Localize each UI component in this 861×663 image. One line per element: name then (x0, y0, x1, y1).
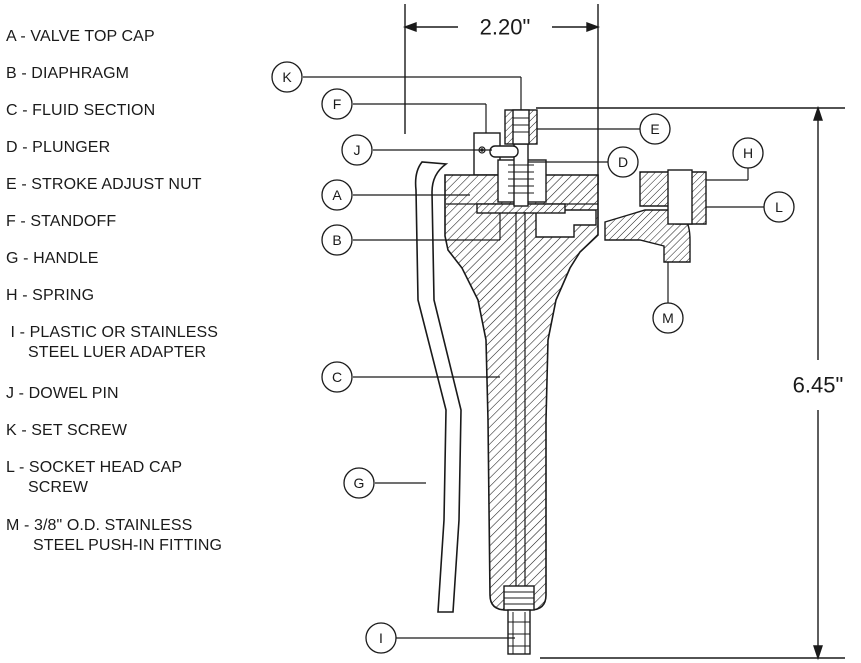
legend-item-l: L - SOCKET HEAD CAP SCREW (6, 459, 183, 496)
callout-label-e: E (650, 121, 659, 137)
dowel-pin (489, 145, 519, 158)
callout-circles (271, 61, 795, 654)
callout-label-a: A (332, 187, 342, 203)
legend-item-d: D - PLUNGER (6, 139, 111, 156)
callout-label-j: J (354, 142, 361, 158)
callout-label-g: G (354, 475, 365, 491)
legend-item-e: E - STROKE ADJUST NUT (6, 176, 202, 193)
width-dimension-label: 2.20" (480, 15, 531, 40)
callout-a (321, 179, 353, 211)
callout-i (365, 622, 397, 654)
callout-label-m: M (662, 310, 674, 326)
callout-f (321, 88, 353, 120)
legend-item-h: H - SPRING (6, 287, 95, 304)
socket-head-cap-screw (667, 169, 693, 225)
handle (414, 161, 462, 613)
legend-item-g: G - HANDLE (6, 250, 99, 267)
callout-label-l: L (775, 199, 783, 215)
callout-c (321, 361, 353, 393)
legend-item-k: K - SET SCREW (6, 422, 128, 439)
legend-item-i: I - PLASTIC OR STAINLESS STEEL LUER ADAP… (6, 324, 219, 361)
callout-label-k: K (282, 69, 292, 85)
callout-k (271, 61, 303, 93)
height-dimension (536, 105, 845, 661)
width-dimension (402, 4, 601, 185)
callout-label-d: D (618, 154, 628, 170)
legend-item-f: F - STANDOFF (6, 213, 117, 230)
callout-h (732, 137, 764, 169)
callout-label-i: I (379, 630, 383, 646)
callout-m (652, 302, 684, 334)
callout-l (763, 191, 795, 223)
callout-d (607, 146, 639, 178)
callout-label-b: B (332, 232, 341, 248)
legend-item-c: C - FLUID SECTION (6, 102, 156, 119)
callout-b (321, 224, 353, 256)
callout-e (639, 113, 671, 145)
legend-item-m: M - 3/8" O.D. STAINLESS STEEL PUSH-IN FI… (6, 517, 223, 554)
callout-label-h: H (743, 145, 753, 161)
height-dimension-label: 6.45" (793, 373, 844, 398)
callout-j (341, 134, 373, 166)
callout-label-f: F (333, 96, 342, 112)
legend-item-j: J - DOWEL PIN (6, 385, 119, 402)
callout-g (343, 467, 375, 499)
legend-item-b: B - DIAPHRAGM (6, 65, 130, 82)
leader-lines (303, 76, 764, 639)
legend-item-a: A - VALVE TOP CAP (6, 28, 155, 45)
callout-label-c: C (332, 369, 342, 385)
